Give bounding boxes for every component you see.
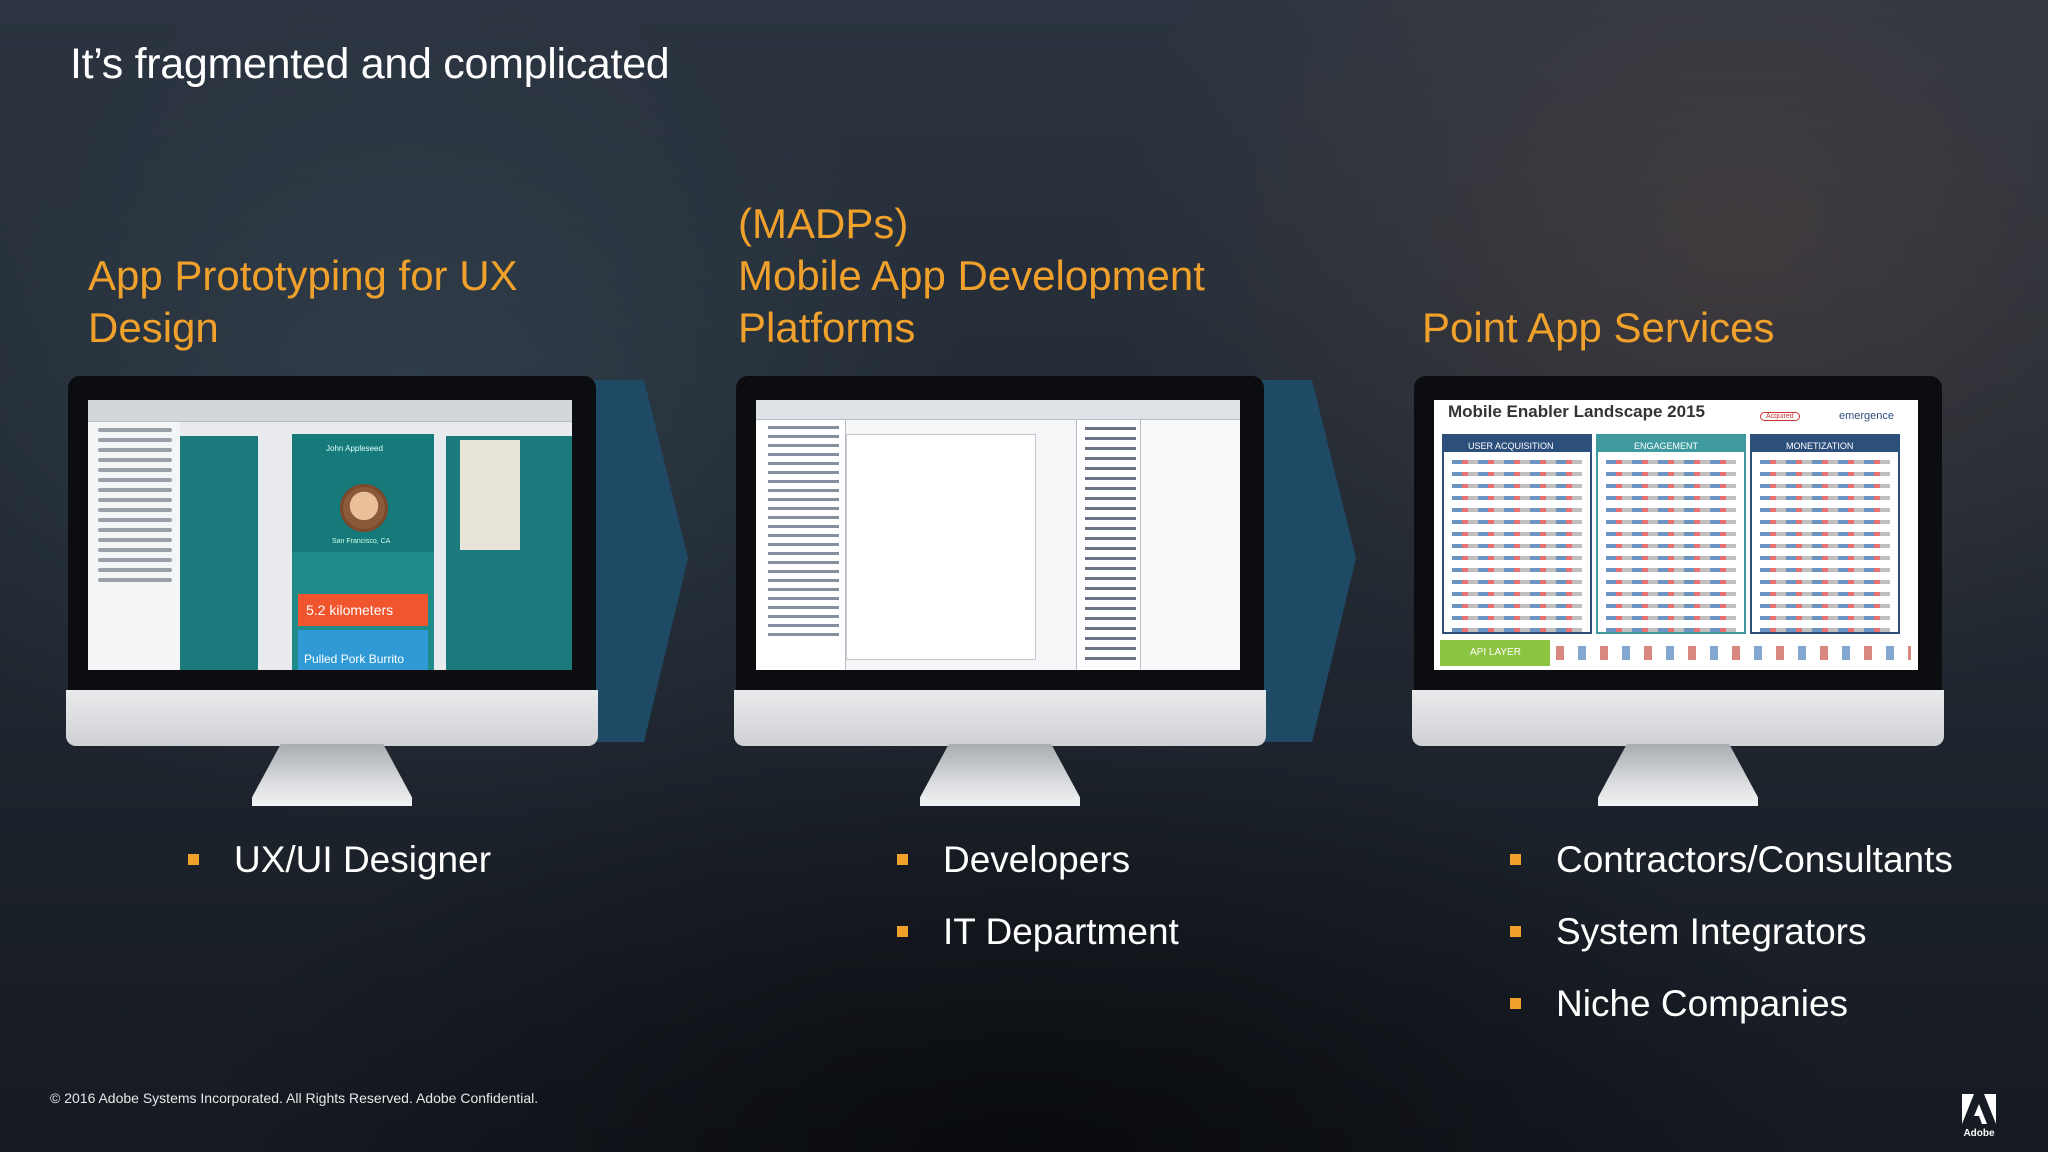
heading-point-services: Point App Services bbox=[1422, 304, 1775, 351]
phone-mockup: John Appleseed San Francisco, CA 5.2 kil… bbox=[292, 434, 434, 670]
bullet-icon bbox=[188, 854, 199, 865]
bullet-icon bbox=[897, 926, 908, 937]
heading-madps: (MADPs) Mobile App Development Platforms bbox=[738, 200, 1205, 351]
bullet-icon bbox=[1510, 998, 1521, 1009]
ide-screenshot bbox=[756, 400, 1240, 670]
slide-title: It’s fragmented and complicated bbox=[70, 40, 670, 88]
food-card: Pulled Pork Burrito bbox=[304, 652, 405, 666]
list-item: Niche Companies bbox=[1510, 968, 1953, 1040]
section-monetization: MONETIZATION bbox=[1786, 441, 1854, 451]
adobe-logo-icon: Adobe bbox=[1962, 1094, 1996, 1142]
profile-city: San Francisco, CA bbox=[332, 538, 391, 545]
section-engagement: ENGAGEMENT bbox=[1634, 441, 1699, 451]
copyright-footer: © 2016 Adobe Systems Incorporated. All R… bbox=[50, 1090, 539, 1106]
list-item: UX/UI Designer bbox=[188, 824, 491, 896]
adobe-wordmark: Adobe bbox=[1963, 1128, 1995, 1139]
avatar bbox=[340, 484, 388, 532]
section-user-acquisition: USER ACQUISITION bbox=[1468, 441, 1554, 451]
api-layer-label: API LAYER bbox=[1470, 647, 1521, 658]
profile-name: John Appleseed bbox=[326, 444, 383, 453]
list-item: Developers bbox=[897, 824, 1179, 896]
landscape-infographic: Mobile Enabler Landscape 2015 Acquired e… bbox=[1434, 400, 1918, 670]
bullet-icon bbox=[897, 854, 908, 865]
bullet-list-madp: Developers IT Department bbox=[897, 824, 1179, 968]
distance-card: 5.2 kilometers bbox=[298, 594, 428, 626]
list-item: IT Department bbox=[897, 896, 1179, 968]
monitor-madp bbox=[734, 376, 1266, 806]
monitor-app-services: Mobile Enabler Landscape 2015 Acquired e… bbox=[1412, 376, 1944, 806]
bullet-list-prototyping: UX/UI Designer bbox=[188, 824, 491, 896]
monitor-prototyping: John Appleseed San Francisco, CA 5.2 kil… bbox=[66, 376, 598, 806]
emergence-logo: emergence bbox=[1839, 410, 1895, 422]
landscape-title: Mobile Enabler Landscape 2015 bbox=[1448, 402, 1705, 421]
heading-prototyping: App Prototyping for UX Design bbox=[88, 252, 518, 351]
acquired-badge: Acquired bbox=[1760, 412, 1800, 421]
bullet-icon bbox=[1510, 926, 1521, 937]
list-item: Contractors/Consultants bbox=[1510, 824, 1953, 896]
prototyping-screenshot: John Appleseed San Francisco, CA 5.2 kil… bbox=[88, 400, 572, 670]
list-item: System Integrators bbox=[1510, 896, 1953, 968]
bullet-icon bbox=[1510, 854, 1521, 865]
bullet-list-services: Contractors/Consultants System Integrato… bbox=[1510, 824, 1953, 1040]
